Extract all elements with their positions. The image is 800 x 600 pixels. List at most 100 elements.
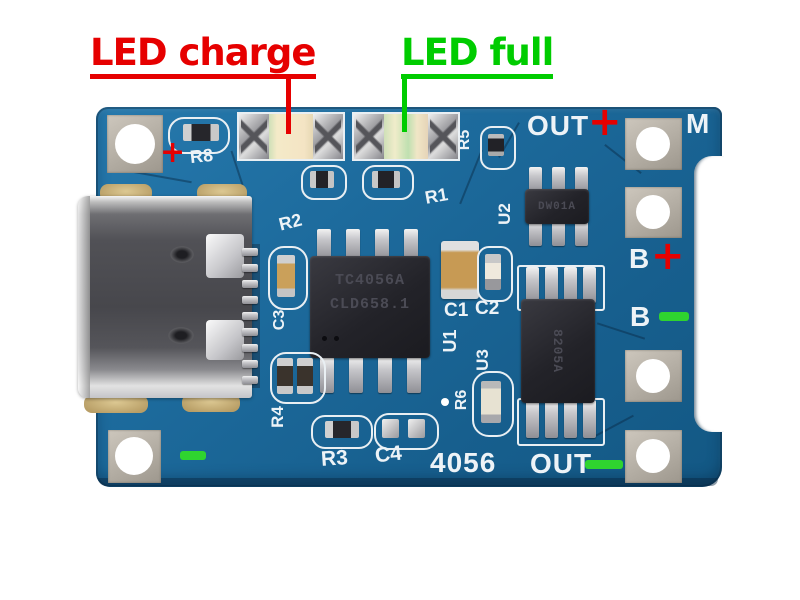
u3-pin: [564, 400, 577, 438]
usb-shell-dimple: [168, 327, 194, 344]
label-c4: C4: [373, 441, 403, 468]
label-u1: U1: [439, 329, 460, 353]
usb-pin: [242, 248, 258, 256]
u3-chip: 8205A: [521, 299, 595, 403]
resistor: [310, 171, 334, 188]
led-charge-callout: LED charge: [90, 33, 317, 79]
u2-pin: [575, 220, 588, 246]
label-out-top: OUT: [527, 110, 590, 141]
usb-c-connector-shell: [78, 196, 252, 398]
u1-pin: [346, 229, 360, 259]
label-b-minus: B: [630, 301, 651, 332]
label-b-plus: B: [629, 243, 650, 274]
out-minus-annotation: [585, 460, 623, 469]
u2-pin: [552, 167, 565, 193]
label-c2: C2: [475, 298, 500, 319]
label-m: M: [686, 108, 710, 139]
u2-pin: [529, 167, 542, 193]
u1-marking-line1: TC4056A: [334, 272, 405, 289]
u1-chip: TC4056A CLD658.1: [310, 256, 430, 358]
hole-out-plus: [636, 127, 670, 161]
label-c1: C1: [444, 300, 469, 321]
r4-outline: [270, 352, 326, 404]
led-charge-leader-line: [286, 74, 291, 134]
hole-b-minus: [636, 359, 670, 393]
usb-pin: [242, 360, 258, 368]
label-model-4056: 4056: [430, 447, 497, 478]
c3-outline: [268, 246, 308, 310]
c4-pad: [408, 419, 425, 438]
u3-marking: 8205A: [550, 328, 566, 373]
u1-marking-line2: CLD658.1: [329, 296, 410, 313]
label-r4: R4: [268, 406, 287, 428]
label-u3: U3: [473, 349, 492, 371]
charge-led-body: [269, 114, 313, 159]
hole-out-minus: [636, 439, 670, 473]
led-full-callout: LED full: [401, 33, 554, 79]
c4-outline: [374, 413, 439, 450]
board-bottom-edge-shadow: [98, 478, 718, 486]
usb-pin: [242, 328, 258, 336]
u1-pin: [349, 357, 363, 393]
u1-pin: [375, 229, 389, 259]
usb-retention-tab: [206, 234, 244, 278]
r5-outline: [480, 126, 516, 170]
u3-pin: [583, 267, 596, 303]
hole-b-plus: [636, 195, 670, 229]
u1-pin: [378, 357, 392, 393]
r8-outline: [168, 117, 230, 154]
resistor: [372, 171, 400, 188]
usb-plus-annotation: +: [160, 135, 186, 170]
c1-capacitor: [441, 241, 479, 299]
label-r1: R1: [423, 184, 450, 208]
usb-pin: [242, 296, 258, 304]
usb-solder-tab: [84, 395, 148, 413]
r3-outline: [311, 415, 373, 449]
usb-pin: [242, 280, 258, 288]
r4-resistor: [277, 358, 293, 394]
mounting-hole-bottom-left: [115, 437, 153, 475]
u3-pin: [526, 267, 539, 303]
out-plus-annotation: +: [588, 99, 622, 145]
b-minus-annotation: [659, 312, 689, 321]
led-solder-tab: [239, 114, 269, 159]
c2-capacitor: [485, 254, 501, 290]
u1-pin: [317, 229, 331, 259]
usb-pin: [242, 312, 258, 320]
led-solder-tab: [313, 114, 343, 159]
u2-marking: DW01A: [537, 200, 576, 213]
component-outline: [362, 165, 414, 200]
u3-pin: [583, 400, 596, 438]
via-dot: [441, 398, 449, 406]
u1-pin: [404, 229, 418, 259]
u2-chip: DW01A: [525, 189, 589, 224]
r6-resistor: [481, 381, 501, 423]
led-full-leader-line: [402, 74, 407, 132]
u2-pin: [575, 167, 588, 193]
usb-minus-annotation: [180, 451, 206, 460]
b-plus-annotation: +: [651, 233, 685, 279]
r5-resistor: [488, 134, 504, 156]
label-u2: U2: [495, 203, 514, 225]
usb-shell-dimple: [170, 246, 194, 263]
u3-pin: [526, 400, 539, 438]
component-outline: [301, 165, 347, 200]
r6-outline: [472, 371, 514, 437]
mounting-hole-top-left: [115, 124, 155, 164]
r8-resistor: [183, 124, 219, 141]
u3-pin: [545, 267, 558, 303]
r4-resistor: [297, 358, 313, 394]
label-c3: C3: [271, 309, 288, 331]
c2-outline: [477, 246, 513, 302]
label-r3: R3: [320, 446, 349, 471]
usb-pin: [242, 376, 258, 384]
r3-resistor: [325, 421, 359, 438]
usb-pin: [242, 344, 258, 352]
led-solder-tab: [354, 114, 384, 159]
u1-pin: [407, 357, 421, 393]
usb-retention-tab: [206, 320, 244, 360]
c3-capacitor: [277, 255, 295, 297]
u3-pin: [564, 267, 577, 303]
label-out-bottom: OUT: [530, 448, 593, 479]
